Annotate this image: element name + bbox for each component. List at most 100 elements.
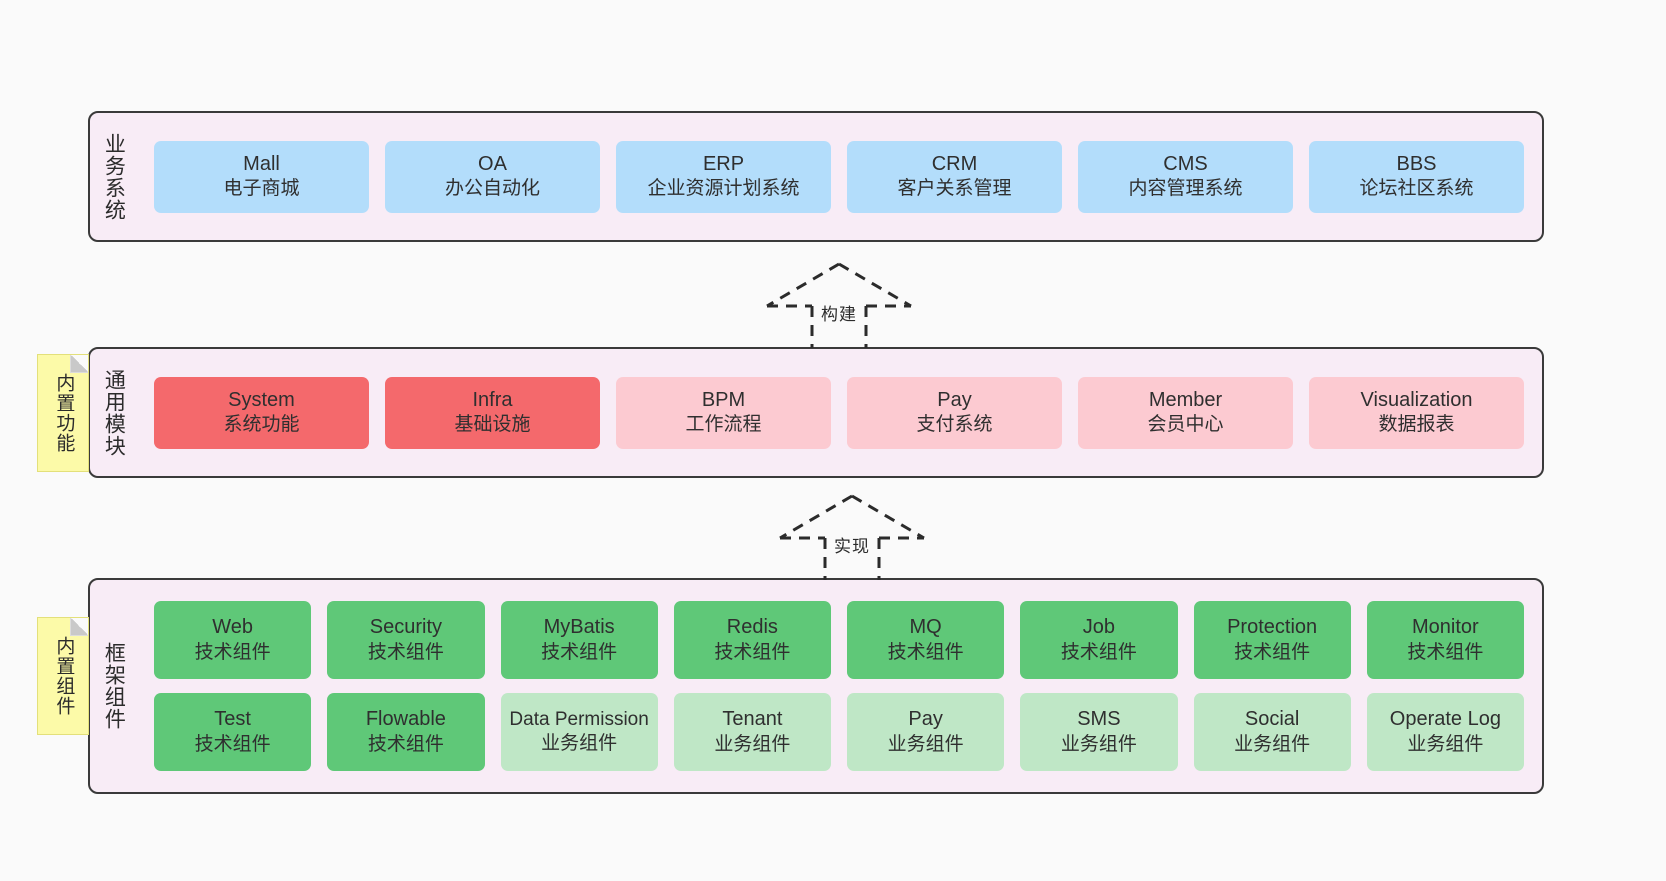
card-title-zh: 内容管理系统: [1128, 178, 1243, 200]
card-social[interactable]: Social 业务组件: [1193, 693, 1351, 771]
card-test[interactable]: Test 技术组件: [154, 693, 312, 771]
card-web[interactable]: Web 技术组件: [154, 601, 312, 679]
arrow-head-right-edge: [838, 262, 912, 308]
card-mybatis[interactable]: MyBatis 技术组件: [500, 601, 658, 679]
card-mq[interactable]: MQ 技术组件: [847, 601, 1005, 679]
card-tenant[interactable]: Tenant 业务组件: [673, 693, 831, 771]
card-title-zh: 会员中心: [1147, 414, 1224, 436]
card-title-zh: 技术组件: [1407, 641, 1484, 663]
card-pay-component[interactable]: Pay 业务组件: [847, 693, 1005, 771]
card-title-zh: 支付系统: [916, 414, 993, 436]
sticky-note-builtin-functions: 内置功能: [37, 354, 89, 472]
card-row: Mall 电子商城 OA 办公自动化 ERP 企业资源计划系统 CRM 客户关系…: [154, 140, 1524, 213]
card-visualization[interactable]: Visualization 数据报表: [1309, 376, 1524, 449]
card-title-zh: 工作流程: [685, 414, 762, 436]
card-title-en: System: [228, 388, 295, 411]
card-title-en: Protection: [1227, 616, 1318, 639]
card-bbs[interactable]: BBS 论坛社区系统: [1309, 140, 1524, 213]
card-title-en: Web: [212, 616, 253, 639]
card-title-zh: 论坛社区系统: [1359, 178, 1474, 200]
layer-framework-component: 框架组件 Web 技术组件 Security 技术组件 MyBatis 技术组件…: [88, 578, 1544, 794]
card-title-zh: 系统功能: [223, 414, 300, 436]
card-title-zh: 技术组件: [367, 733, 444, 755]
card-infra[interactable]: Infra 基础设施: [385, 376, 600, 449]
card-data-permission[interactable]: Data Permission 业务组件: [500, 693, 658, 771]
card-pay[interactable]: Pay 支付系统: [847, 376, 1062, 449]
generalization-arrow-build: 构建: [759, 258, 919, 348]
card-title-en: MQ: [909, 616, 942, 639]
card-title-en: Social: [1244, 708, 1300, 731]
card-title-zh: 客户关系管理: [897, 178, 1012, 200]
arrow-head-left-edge: [766, 262, 840, 308]
card-title-zh: 技术组件: [1060, 641, 1137, 663]
card-title-en: Flowable: [365, 708, 446, 731]
card-erp[interactable]: ERP 企业资源计划系统: [616, 140, 831, 213]
card-row: System 系统功能 Infra 基础设施 BPM 工作流程 Pay 支付系统…: [154, 376, 1524, 449]
connector-label-implement: 实现: [834, 537, 870, 556]
card-member[interactable]: Member 会员中心: [1078, 376, 1293, 449]
card-title-zh: 业务组件: [1060, 733, 1137, 755]
sticky-note-label: 内置功能: [53, 373, 75, 453]
card-title-zh: 业务组件: [714, 733, 791, 755]
card-protection[interactable]: Protection 技术组件: [1193, 601, 1351, 679]
layer-common-module: 通用模块 System 系统功能 Infra 基础设施 BPM 工作流程 Pay…: [88, 347, 1544, 478]
card-title-en: Tenant: [722, 708, 783, 731]
card-security[interactable]: Security 技术组件: [327, 601, 485, 679]
card-redis[interactable]: Redis 技术组件: [673, 601, 831, 679]
arrow-head-right-edge: [851, 494, 925, 540]
card-monitor[interactable]: Monitor 技术组件: [1366, 601, 1524, 679]
card-cms[interactable]: CMS 内容管理系统: [1078, 140, 1293, 213]
card-title-zh: 技术组件: [194, 733, 271, 755]
layer-title-business-system: 业务系统: [102, 132, 126, 221]
sticky-note-builtin-components: 内置组件: [37, 617, 89, 735]
card-title-zh: 企业资源计划系统: [647, 178, 800, 200]
card-title-zh: 技术组件: [887, 641, 964, 663]
layer-body-framework-component: Web 技术组件 Security 技术组件 MyBatis 技术组件 Redi…: [136, 580, 1542, 792]
arrow-head-left-edge: [779, 494, 853, 540]
card-title-en: Member: [1148, 388, 1223, 411]
card-title-zh: 办公自动化: [444, 178, 540, 200]
card-title-en: MyBatis: [543, 616, 615, 639]
card-title-zh: 技术组件: [541, 641, 618, 663]
card-title-en: BPM: [701, 388, 746, 411]
card-title-zh: 业务组件: [541, 733, 618, 754]
card-title-en: CRM: [931, 152, 978, 175]
card-sms[interactable]: SMS 业务组件: [1020, 693, 1178, 771]
sticky-note-label: 内置组件: [53, 636, 75, 716]
card-title-en: ERP: [702, 152, 745, 175]
card-flowable[interactable]: Flowable 技术组件: [327, 693, 485, 771]
card-title-zh: 技术组件: [194, 641, 271, 663]
card-mall[interactable]: Mall 电子商城: [154, 140, 369, 213]
card-title-zh: 技术组件: [367, 641, 444, 663]
layer-title-common-module: 通用模块: [102, 368, 126, 457]
card-title-en: Infra: [472, 388, 513, 411]
layer-body-business-system: Mall 电子商城 OA 办公自动化 ERP 企业资源计划系统 CRM 客户关系…: [136, 113, 1542, 240]
card-title-zh: 数据报表: [1378, 414, 1455, 436]
card-title-en: CMS: [1163, 152, 1208, 175]
card-title-zh: 技术组件: [1234, 641, 1311, 663]
card-title-en: BBS: [1396, 152, 1437, 175]
card-title-zh: 业务组件: [887, 733, 964, 755]
layer-business-system: 业务系统 Mall 电子商城 OA 办公自动化 ERP 企业资源计划系统 CRM…: [88, 111, 1544, 242]
card-title-zh: 基础设施: [454, 414, 531, 436]
card-oa[interactable]: OA 办公自动化: [385, 140, 600, 213]
card-crm[interactable]: CRM 客户关系管理: [847, 140, 1062, 213]
card-operate-log[interactable]: Operate Log 业务组件: [1366, 693, 1524, 771]
generalization-arrow-implement: 实现: [772, 490, 932, 580]
card-title-en: Data Permission: [509, 709, 649, 731]
card-title-en: Test: [214, 708, 251, 731]
card-title-zh: 业务组件: [1234, 733, 1311, 755]
card-system[interactable]: System 系统功能: [154, 376, 369, 449]
card-title-en: Redis: [726, 616, 778, 639]
card-title-zh: 业务组件: [1407, 733, 1484, 755]
card-title-en: Visualization: [1360, 388, 1473, 411]
card-title-en: Monitor: [1412, 616, 1479, 639]
card-title-en: SMS: [1077, 708, 1121, 731]
card-title-en: Pay: [908, 708, 943, 731]
card-job[interactable]: Job 技术组件: [1020, 601, 1178, 679]
card-title-zh: 电子商城: [223, 178, 300, 200]
card-title-en: Security: [369, 616, 442, 639]
layer-body-common-module: System 系统功能 Infra 基础设施 BPM 工作流程 Pay 支付系统…: [136, 349, 1542, 476]
card-bpm[interactable]: BPM 工作流程: [616, 376, 831, 449]
